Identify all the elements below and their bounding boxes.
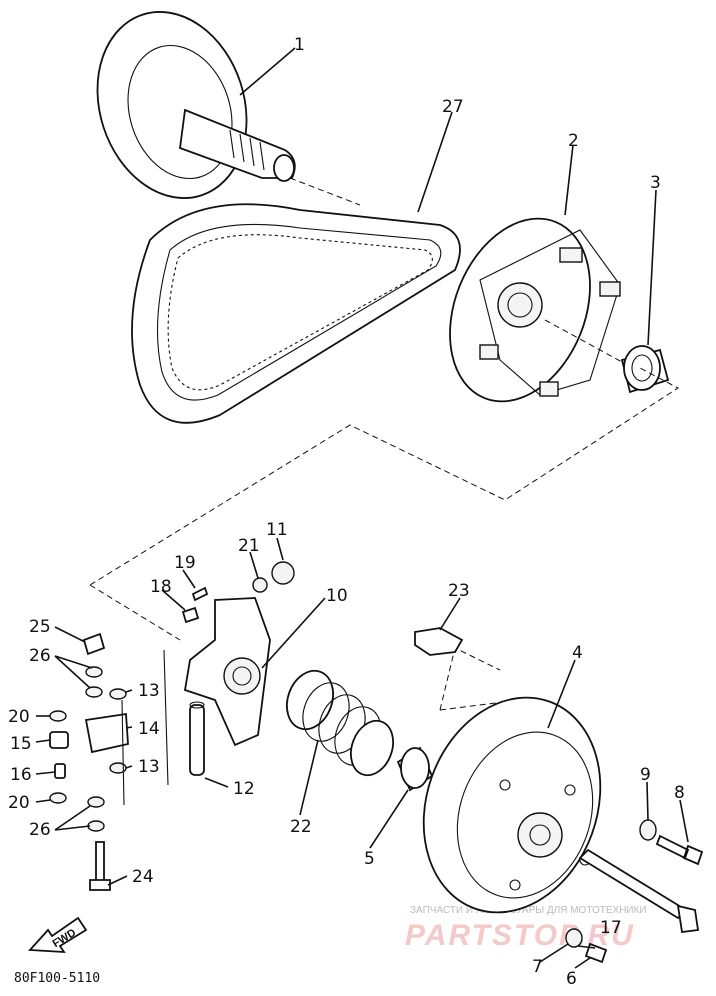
callout-20-top: 20: [8, 707, 30, 727]
callout-4: 4: [572, 643, 583, 663]
washer-9: [639, 819, 657, 841]
drawing-code: 80F100-5110: [14, 971, 100, 986]
callout-11: 11: [266, 520, 288, 540]
callout-27: 27: [442, 97, 464, 117]
leader-lines: [35, 47, 689, 969]
bolt-24: [89, 841, 111, 891]
washer-20-bottom: [49, 792, 67, 804]
pin-16: [54, 763, 66, 779]
pin-12: [189, 701, 205, 776]
callout-16: 16: [10, 765, 32, 785]
callout-2: 2: [568, 131, 579, 151]
callout-15: 15: [10, 734, 32, 754]
washer-26-mid: [87, 796, 105, 808]
bushing: [620, 345, 670, 394]
small-fasteners: [565, 819, 704, 964]
washer-26-top: [85, 666, 103, 678]
washer-13-top: [109, 688, 127, 700]
callout-12: 12: [233, 779, 255, 799]
bolt-8: [655, 834, 704, 866]
callout-13-bottom: 13: [138, 757, 160, 777]
callout-24: 24: [132, 867, 154, 887]
weight-arm-assembly: [181, 561, 295, 747]
bolt-6: [584, 942, 608, 964]
callout-5: 5: [364, 849, 375, 869]
callout-26-top: 26: [29, 646, 51, 666]
compression-spring: [286, 669, 394, 777]
callout-labels: 1 27 2 3 11 21 19 18 10 23 25 26 13 20 1…: [8, 35, 685, 989]
callout-26-bottom: 26: [29, 820, 51, 840]
bolt-17: [578, 848, 700, 934]
callout-13-top: 13: [138, 681, 160, 701]
bracket-23: [414, 627, 464, 656]
callout-21: 21: [238, 536, 260, 556]
callout-7: 7: [532, 957, 543, 977]
v-belt: [131, 203, 461, 424]
watermark-subtitle: ЗАПЧАСТИ И АКСЕССУАРЫ ДЛЯ МОТОТЕХНИКИ: [410, 905, 647, 916]
pin-19: [191, 586, 209, 602]
clip-18: [181, 606, 200, 624]
primary-sheave: [96, 11, 296, 199]
block-14: [84, 712, 129, 754]
callout-22: 22: [290, 817, 312, 837]
callout-25: 25: [29, 617, 51, 637]
callout-3: 3: [650, 173, 661, 193]
clutch-drum: [422, 696, 602, 914]
callout-23: 23: [448, 581, 470, 601]
washer-26-bottom: [87, 820, 105, 832]
drive-cover-plate: [449, 217, 621, 403]
callout-18: 18: [150, 577, 172, 597]
hardware-stack: [49, 632, 169, 891]
callout-14: 14: [138, 719, 160, 739]
callout-1: 1: [294, 35, 305, 55]
cap-11: [271, 561, 295, 585]
fwd-arrow: FWD: [28, 916, 88, 954]
washer-21: [252, 577, 268, 593]
callout-17: 17: [600, 918, 622, 938]
callout-8: 8: [674, 783, 685, 803]
roller-15: [49, 731, 69, 749]
washer-20-top: [49, 710, 67, 722]
nut-25: [82, 632, 106, 656]
callout-6: 6: [566, 969, 577, 989]
callout-9: 9: [640, 765, 651, 785]
callout-10: 10: [326, 586, 348, 606]
spacer-5: [396, 746, 434, 792]
callout-19: 19: [174, 553, 196, 573]
callout-20-bottom: 20: [8, 793, 30, 813]
collar-7: [565, 928, 583, 948]
